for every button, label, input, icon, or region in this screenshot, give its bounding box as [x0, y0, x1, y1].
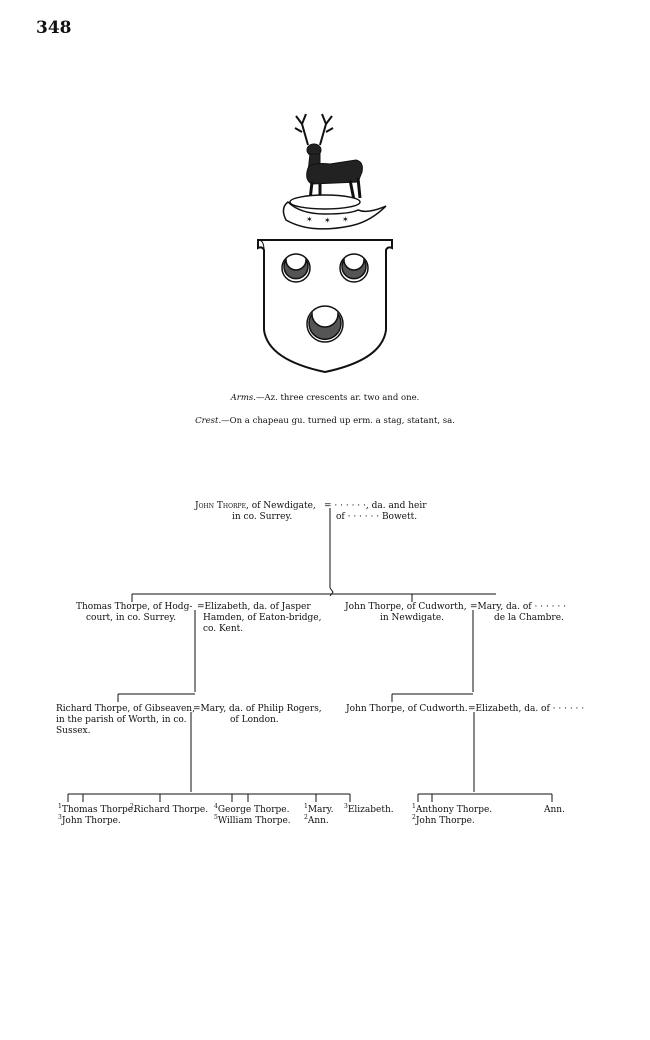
- gen3-left-husband-line2: in the parish of Worth, in co.: [56, 715, 187, 725]
- page-number: 348: [36, 18, 72, 38]
- svg-text:✶: ✶: [306, 215, 313, 224]
- crest-label: Crest.: [195, 416, 222, 426]
- gen2-right-husband-line2: in Newdigate.: [380, 613, 445, 623]
- gen4-right-child-3: 2John Thorpe.: [412, 814, 475, 827]
- gen4-right-child-1: 1Anthony Thorpe.: [412, 803, 493, 816]
- arms-label: Arms.: [230, 393, 256, 403]
- gen2-left-husband-line1: Thomas Thorpe, of Hodg-: [76, 602, 193, 612]
- arms-description: Arms.—Az. three crescents ar. two and on…: [0, 393, 650, 403]
- gen2-left-wife-line3: co. Kent.: [203, 624, 244, 634]
- gen4-left-child-1: 1Thomas Thorpe.: [58, 803, 136, 816]
- gen3-left-wife-line2: of London.: [230, 715, 279, 725]
- gen4-left-child-4: 1Mary.: [304, 803, 334, 816]
- svg-text:✶: ✶: [324, 216, 331, 225]
- gen2-left-husband-line2: court, in co. Surrey.: [86, 613, 177, 623]
- gen4-left-child-6: 3John Thorpe.: [58, 814, 121, 827]
- gen1-husband-line2: in co. Surrey.: [232, 512, 293, 522]
- gen3-left-husband-line1: Richard Thorpe, of Gibseaven,: [56, 704, 195, 714]
- gen1-husband-rest: , of Newdigate,: [245, 501, 316, 511]
- gen2-right-wife-line2: de la Chambre.: [494, 613, 564, 623]
- coat-of-arms: ✶ ✶ ✶: [257, 113, 393, 374]
- arms-text: —Az. three crescents ar. two and one.: [256, 393, 420, 403]
- gen3-left-husband-line3: Sussex.: [56, 726, 91, 736]
- gen2-right-husband-line1: John Thorpe, of Cudworth,: [345, 602, 467, 612]
- gen1-husband: John Thorpe, of Newdigate,: [195, 501, 316, 512]
- svg-text:✶: ✶: [342, 215, 349, 224]
- gen2-left-wife-line1: =Elizabeth, da. of Jasper: [197, 602, 311, 612]
- gen4-left-child-2: 2Richard Thorpe.: [130, 803, 209, 816]
- gen4-right-child-2: Ann.: [544, 805, 565, 815]
- gen3-left-wife-line1: =Mary, da. of Philip Rogers,: [193, 704, 322, 714]
- chapeau-icon: ✶ ✶ ✶: [282, 194, 387, 230]
- shield-icon: [257, 239, 393, 374]
- gen1-wife-line1: = · · · · · ·, da. and heir: [324, 501, 427, 511]
- gen2-right-wife-line1: =Mary, da. of · · · · · ·: [470, 602, 566, 612]
- crest-description: Crest.—On a chapeau gu. turned up erm. a…: [0, 416, 650, 426]
- gen4-left-child-3: 4George Thorpe.: [214, 803, 290, 816]
- gen4-left-child-5: 3Elizabeth.: [344, 803, 394, 816]
- gen4-left-child-8: 2Ann.: [304, 814, 329, 827]
- gen3-right-wife-line1: =Elizabeth, da. of · · · · · ·: [468, 704, 585, 714]
- gen3-right-husband-line1: John Thorpe, of Cudworth.: [346, 704, 468, 714]
- gen1-husband-name: John Thorpe: [195, 501, 246, 511]
- gen4-left-child-7: 5William Thorpe.: [214, 814, 291, 827]
- crest-text: —On a chapeau gu. turned up erm. a stag,…: [221, 416, 455, 426]
- crescent-icons: [281, 253, 369, 343]
- gen2-left-wife-line2: Hamden, of Eaton-bridge,: [203, 613, 322, 623]
- stag-crest-icon: [294, 113, 363, 201]
- gen1-wife-line2: of · · · · · · Bowett.: [336, 512, 418, 522]
